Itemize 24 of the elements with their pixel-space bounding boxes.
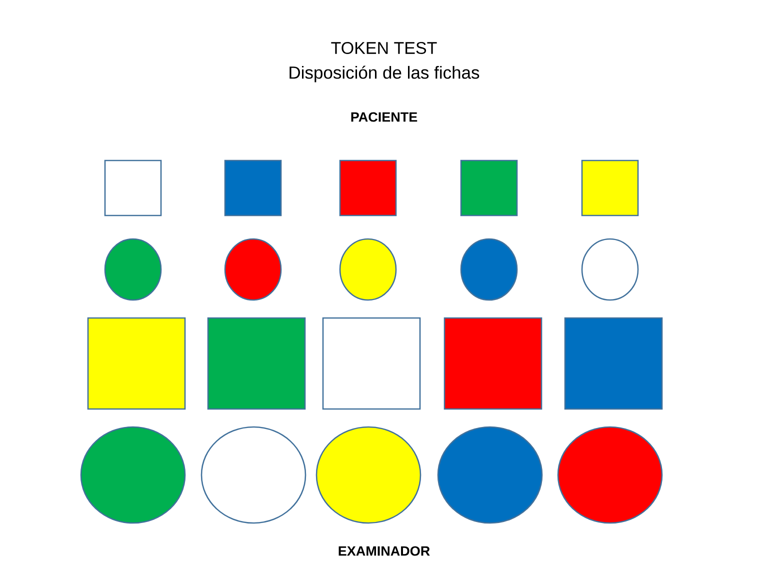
circle-token — [316, 426, 422, 524]
circle-token — [339, 238, 397, 301]
square-token — [581, 160, 639, 216]
circle-token — [460, 238, 518, 301]
title: TOKEN TEST — [331, 42, 437, 54]
square-token — [444, 317, 542, 410]
square-token — [224, 160, 282, 216]
subtitle: Disposición de las fichas — [290, 66, 480, 82]
circle-token — [200, 426, 306, 524]
square-token — [87, 317, 186, 410]
square-token — [104, 160, 162, 216]
square-token — [207, 317, 306, 410]
square-token — [564, 317, 663, 410]
square-token — [322, 317, 421, 410]
circle-token — [581, 238, 639, 301]
square-token — [339, 160, 397, 216]
circle-token — [437, 426, 543, 524]
square-token — [460, 160, 518, 216]
circle-token — [557, 426, 663, 524]
circle-token — [224, 238, 282, 301]
heading: PACIENTE — [351, 112, 418, 122]
heading: EXAMINADOR — [338, 546, 430, 556]
circle-token — [104, 238, 162, 301]
circle-token — [80, 426, 186, 524]
